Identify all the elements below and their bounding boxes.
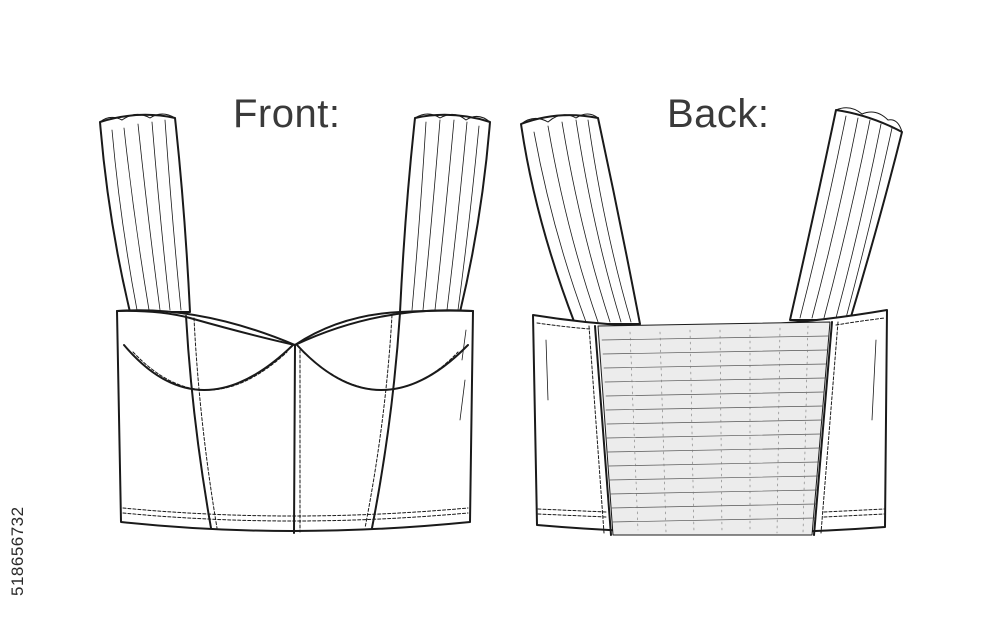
front-view (99, 113, 491, 534)
stock-image-id: 518656732 (8, 506, 27, 596)
back-right-strap (789, 107, 903, 321)
back-view-label: Back: (667, 92, 770, 136)
smocked-panel (597, 321, 831, 536)
back-view (520, 107, 903, 536)
front-view-label: Front: (233, 92, 341, 136)
back-left-strap (520, 113, 641, 325)
back-bodice (532, 309, 888, 536)
front-left-strap (99, 113, 191, 313)
front-bodice (116, 309, 474, 534)
front-right-strap (399, 113, 491, 313)
